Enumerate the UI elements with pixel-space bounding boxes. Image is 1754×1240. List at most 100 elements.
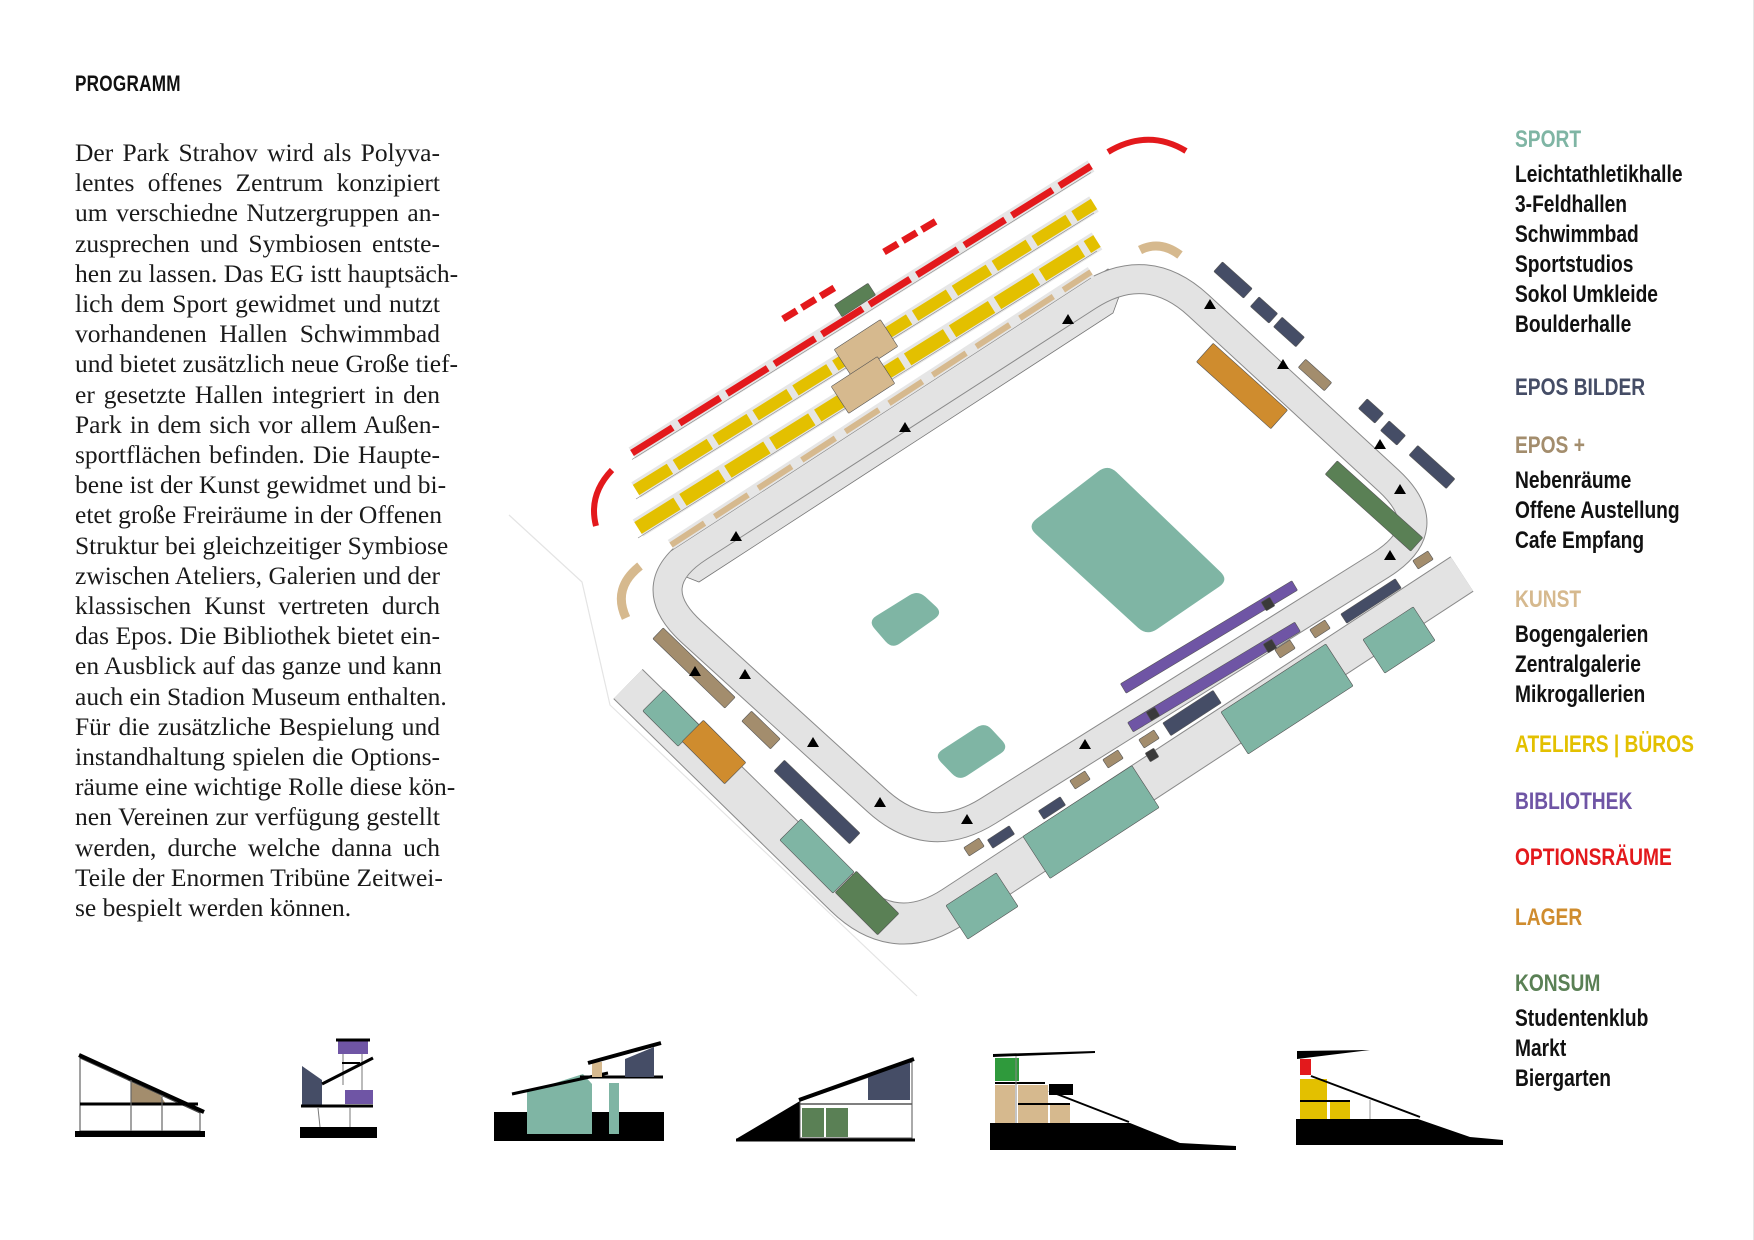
konsum-block <box>834 283 876 317</box>
paragraph-line: lentes offenes Zentrum konzipiert <box>75 168 440 198</box>
paragraph-line: Park in dem sich vor allem Außen- <box>75 409 440 439</box>
section-2-ground <box>300 1127 377 1138</box>
paragraph-line: se bespielt werden können. <box>75 893 352 923</box>
sport-field-small <box>937 725 1006 778</box>
paragraph-line: werden, durche welche danna uch <box>75 832 440 862</box>
lower-level-ring-edge <box>613 556 1474 945</box>
epos-block <box>1038 796 1066 820</box>
sport-block <box>779 818 855 894</box>
paragraph-line: er gesetzte Hallen integriert in den <box>75 379 440 409</box>
konsum-block <box>1325 460 1423 552</box>
legend-item: Markt <box>1515 1035 1567 1062</box>
epos-plus-block <box>963 837 985 857</box>
lager-block <box>1196 343 1288 429</box>
kunst-strip-edge <box>670 277 1092 552</box>
paragraph-line: bene ist der Kunst gewidmet und bi- <box>75 470 447 500</box>
legend-item: Boulderhalle <box>1515 311 1632 338</box>
site-outline <box>508 514 918 997</box>
paragraph-line: lich dem Sport gewidmet und nutzt <box>75 289 440 319</box>
section-4-slope <box>736 1101 800 1139</box>
paragraph-line: Struktur bei gleichzeitiger Symbiose <box>75 530 449 560</box>
epos-plus-block <box>1298 359 1332 391</box>
direction-arrow-icon <box>1394 484 1406 494</box>
epos-block <box>774 760 860 844</box>
section-5-art-room <box>1050 1103 1070 1123</box>
section-5-art-room <box>995 1085 1015 1123</box>
legend-item: 3-Feldhallen <box>1515 191 1628 218</box>
legend-group-ateliers-büros: ATELIERS | BÜROS <box>1515 730 1694 765</box>
section-5-black-block <box>1049 1084 1073 1095</box>
option-arc-left <box>591 467 615 527</box>
paragraph-line: Teile der Enormen Tribüne Zeitwei- <box>75 862 443 892</box>
core-block <box>1146 707 1160 721</box>
paragraph-line: nen Vereinen zur verfügung gestellt <box>75 802 440 832</box>
section-5-ground <box>990 1123 1236 1150</box>
legend-group-lager: LAGER <box>1515 903 1582 938</box>
direction-arrow-icon <box>1374 439 1386 449</box>
legend-category-header: SPORT <box>1515 126 1582 153</box>
section-1-ground <box>75 1131 205 1137</box>
paragraph-line: und bietet zusätzlich neue Große tief- <box>75 349 459 379</box>
direction-arrow-icon <box>1062 314 1074 324</box>
section-6-ground <box>1296 1119 1503 1145</box>
section-4-epos-room <box>868 1061 910 1100</box>
option-arc-top <box>1106 136 1188 155</box>
epos-block <box>1380 420 1406 446</box>
paragraph-line: auch ein Stadion Museum enthalten. <box>75 681 447 711</box>
paragraph-line: vorhandenen Hallen Schwimmbad <box>75 319 440 349</box>
site-boundary-line <box>508 514 918 997</box>
library-bar <box>1120 580 1298 694</box>
paragraph-line: Für die zusätzliche Bespielung und <box>75 711 440 741</box>
page-title: PROGRAMM <box>75 71 181 96</box>
paragraph-line: das Epos. Die Bibliothek bietet ein- <box>75 621 440 651</box>
section-3-roof-upper <box>587 1041 662 1065</box>
direction-arrow-icon <box>739 669 751 679</box>
epos-block <box>1213 261 1253 299</box>
epos-block <box>1273 317 1305 347</box>
section-6-option-room <box>1300 1059 1311 1075</box>
direction-arrow-icon <box>1384 550 1396 560</box>
legend-category-header: LAGER <box>1515 904 1583 931</box>
section-3-epos-room <box>625 1047 654 1077</box>
kunst-arc-left <box>616 562 643 620</box>
paragraph-line: zwischen Ateliers, Galerien und der <box>75 560 440 590</box>
epos-plus-block <box>1069 770 1091 790</box>
sport-hall <box>1221 644 1353 754</box>
paragraph-line: zusprechen und Symbiosen entste- <box>75 228 440 258</box>
option-room-strip-upper <box>781 282 841 322</box>
section-4-konsum-room <box>826 1108 848 1137</box>
epos-plus-block <box>1309 619 1331 639</box>
section-3-pool <box>527 1074 592 1134</box>
core-block <box>1261 597 1275 611</box>
section-6-roof <box>1297 1050 1370 1059</box>
direction-arrow-icon <box>1079 739 1091 749</box>
kunst-block <box>831 356 895 414</box>
legend-item: Bogengalerien <box>1515 621 1649 648</box>
legend-item: Nebenräume <box>1515 467 1632 494</box>
konsum-block <box>835 871 899 935</box>
section-6-seating <box>1310 1075 1421 1118</box>
kunst-strip <box>669 269 1093 548</box>
option-room-strip <box>630 163 1093 456</box>
legend-category-header: KUNST <box>1515 586 1582 613</box>
section-1-epos-room <box>131 1082 166 1104</box>
direction-arrows <box>689 299 1406 824</box>
legend-group-epos-bilder: EPOS BILDER <box>1515 373 1645 408</box>
paragraph-line: räume eine wichtige Rolle diese kön- <box>75 772 456 802</box>
core-block <box>1263 639 1277 653</box>
legend-category-header: ATELIERS | BÜROS <box>1515 731 1694 758</box>
section-5-seating <box>1048 1090 1130 1123</box>
paragraph-line: um verschiedne Nutzergruppen an- <box>75 198 440 228</box>
lager-block <box>682 720 746 784</box>
epos-block <box>1250 296 1278 324</box>
section-2-epos-room <box>302 1066 322 1106</box>
direction-arrow-icon <box>1277 359 1289 369</box>
paragraph-line: hen zu lassen. Das EG istt hauptsäch- <box>75 258 459 288</box>
legend-category-header: BIBLIOTHEK <box>1515 788 1633 815</box>
legend-item: Sokol Umkleide <box>1515 281 1658 308</box>
legend-category-header: KONSUM <box>1515 970 1601 997</box>
section-6-atelier-room <box>1330 1101 1350 1119</box>
sport-field-large <box>1031 467 1225 633</box>
